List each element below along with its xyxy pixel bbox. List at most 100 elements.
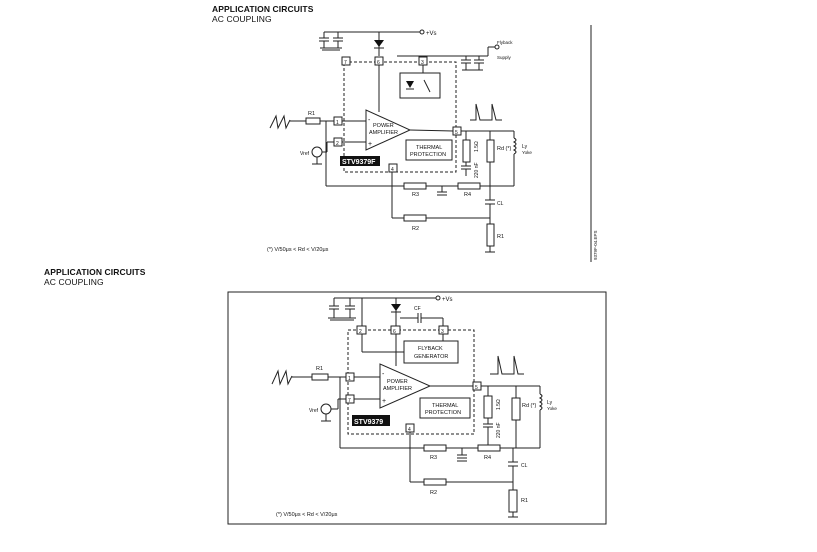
section-2-heading: APPLICATION CIRCUITS AC COUPLING	[44, 267, 145, 287]
flyback-label-2: Supply	[497, 55, 512, 60]
resistor-r3-b	[423, 444, 447, 452]
supply-label-2: +Vs	[442, 297, 453, 303]
svg-text:2: 2	[359, 329, 362, 335]
svg-text:GENERATOR: GENERATOR	[414, 354, 448, 360]
chip-outline	[343, 61, 457, 173]
thermal-protection-block-2	[419, 397, 471, 419]
svg-text:4: 4	[391, 167, 394, 173]
supply-diode	[374, 32, 384, 56]
output-waveform-icon-2	[490, 355, 524, 375]
figure-frame	[227, 291, 607, 525]
svg-text:1: 1	[336, 120, 339, 126]
svg-text:THERMAL: THERMAL	[432, 403, 458, 409]
svg-text:R1: R1	[521, 498, 528, 504]
svg-text:220 nF: 220 nF	[496, 422, 502, 438]
chip-name: STV9379F	[342, 159, 376, 166]
section-2-subtitle: AC COUPLING	[44, 277, 104, 287]
svg-text:R3: R3	[430, 455, 437, 461]
svg-text:4: 4	[408, 427, 411, 433]
svg-text:7: 7	[348, 398, 351, 404]
decoupling-caps	[319, 32, 343, 51]
svg-text:3: 3	[441, 329, 444, 335]
section-1-heading: APPLICATION CIRCUITS AC COUPLING	[212, 4, 313, 24]
output-waveform-icon	[470, 103, 502, 121]
svg-text:R1: R1	[316, 366, 323, 372]
switch-diode-icon	[406, 81, 414, 88]
svg-text:PROTECTION: PROTECTION	[410, 152, 446, 158]
flyback-switch-block	[399, 72, 441, 99]
svg-text:R1: R1	[497, 234, 504, 240]
svg-text:7: 7	[344, 60, 347, 66]
svg-text:-: -	[368, 117, 371, 124]
resistor-r3	[403, 182, 427, 190]
schematic-stv9379: +Vs CF 2 6 3 1 7 5 4	[227, 291, 607, 525]
pin-4	[388, 163, 398, 173]
svg-text:R4: R4	[464, 192, 471, 198]
svg-text:R4: R4	[484, 455, 491, 461]
schematic-stv9379f: 9379F-04.EPS +Vs Flyback Supply	[267, 25, 598, 262]
svg-text:AMPLIFIER: AMPLIFIER	[383, 386, 412, 392]
svg-text:CL: CL	[521, 463, 528, 469]
resistor-r1-out	[486, 223, 495, 247]
svg-text:1.5Ω: 1.5Ω	[496, 399, 502, 410]
power-amplifier	[365, 109, 412, 151]
svg-text:R2: R2	[412, 226, 419, 232]
supply-diode-2	[391, 298, 401, 326]
supply-terminal	[419, 29, 425, 35]
svg-text:FLYBACK: FLYBACK	[418, 346, 443, 352]
supply-terminal-2	[435, 295, 441, 301]
svg-text:R1: R1	[308, 111, 315, 117]
vref-source	[311, 146, 323, 158]
svg-text:5: 5	[455, 130, 458, 136]
resistor-r1	[305, 117, 321, 125]
svg-text:R2: R2	[430, 490, 437, 496]
svg-text:Vref: Vref	[300, 151, 310, 157]
rd-formula-2: (*) V/50μs < Rd < V/20μs	[276, 512, 338, 518]
svg-text:PROTECTION: PROTECTION	[425, 410, 461, 416]
svg-text:1.5Ω: 1.5Ω	[474, 141, 480, 152]
svg-text:Ly: Ly	[522, 144, 528, 150]
svg-text:Rd (*): Rd (*)	[522, 403, 537, 409]
resistor-rd-2	[511, 397, 521, 421]
svg-text:Rd (*): Rd (*)	[497, 146, 512, 152]
chip-badge-2	[352, 415, 390, 426]
thermal-protection-block	[405, 139, 453, 161]
svg-text:CF: CF	[414, 306, 421, 312]
supply-label: +Vs	[426, 31, 437, 37]
svg-text:Yoke: Yoke	[547, 406, 557, 411]
svg-text:+: +	[382, 398, 386, 405]
section-1-title: APPLICATION CIRCUITS	[212, 4, 314, 14]
section-2-title: APPLICATION CIRCUITS	[44, 267, 146, 277]
resistor-r1-out-2	[508, 489, 518, 513]
svg-text:AMPLIFIER: AMPLIFIER	[369, 130, 398, 136]
yoke-coil-2	[538, 393, 543, 411]
flyback-label: Flyback	[497, 40, 513, 45]
vref-source-2	[320, 403, 332, 415]
resistor-r4-b	[477, 444, 501, 452]
section-1-subtitle: AC COUPLING	[212, 14, 272, 24]
sawtooth-input-icon	[269, 114, 291, 130]
resistor-rd	[486, 139, 495, 163]
yoke-coil	[512, 137, 517, 155]
svg-text:2: 2	[336, 141, 339, 147]
svg-text:1: 1	[348, 376, 351, 382]
svg-text:R3: R3	[412, 192, 419, 198]
resistor-r4	[457, 182, 481, 190]
svg-text:6: 6	[393, 329, 396, 335]
svg-text:6: 6	[377, 60, 380, 66]
svg-text:Vref: Vref	[309, 408, 319, 414]
chip-badge	[340, 156, 380, 166]
resistor-comp	[462, 139, 471, 163]
decoupling-caps-2	[328, 298, 356, 321]
svg-text:THERMAL: THERMAL	[416, 145, 442, 151]
svg-text:CL: CL	[497, 201, 504, 207]
sawtooth-input-icon-2	[271, 369, 293, 386]
flyback-terminal	[494, 44, 500, 50]
svg-text:POWER: POWER	[387, 379, 408, 385]
rd-formula: (*) V/50μs < Rd < V/20μs	[267, 247, 329, 253]
figure-code: 9379F-04.EPS	[593, 230, 598, 260]
resistor-r2-b	[423, 478, 447, 486]
svg-text:3: 3	[421, 60, 424, 66]
resistor-r1-b	[311, 373, 329, 381]
